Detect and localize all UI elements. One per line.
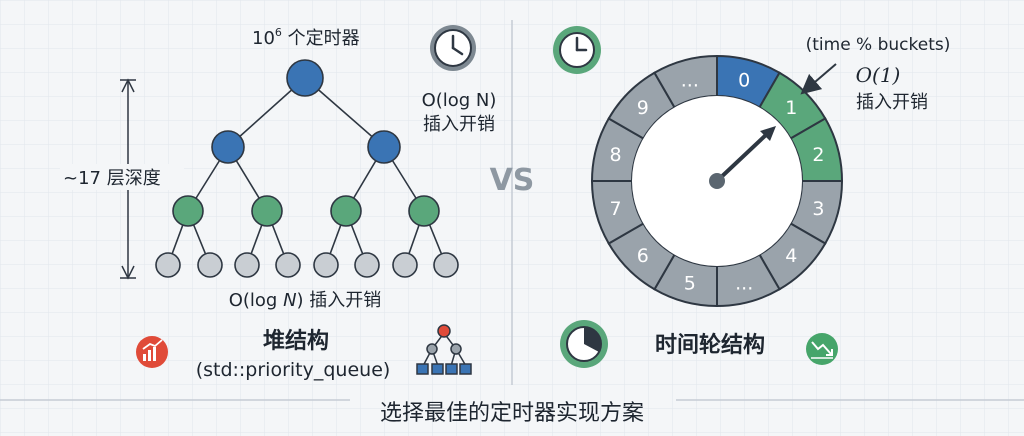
heap-subtitle: (std::priority_queue) [196, 359, 391, 381]
heap-nodes [155, 59, 459, 278]
wheel-ring: 0 1 2 3 4... 5 6 7 8 9... [590, 54, 844, 308]
chart-icon [136, 336, 168, 368]
wheel-bucket-label: 3 [812, 198, 824, 220]
heap-leaf-node [234, 252, 260, 278]
wheel-bucket-label: 8 [610, 144, 622, 166]
wheel-bucket-label: 4 [785, 245, 797, 267]
formula-arrow [800, 63, 837, 95]
wheel-bucket-label: ... [681, 70, 699, 92]
wheel-title: 时间轮结构 [655, 332, 765, 358]
wheel-hub [709, 173, 725, 189]
depth-arrow-down [121, 265, 135, 280]
wheel-pointer [715, 131, 770, 183]
clock-icon [430, 25, 476, 71]
heap-leaf-node [392, 252, 418, 278]
heap-node [367, 130, 401, 164]
wheel-bucket-label: 5 [684, 272, 696, 294]
tree-icon [416, 324, 472, 375]
wheel-insert-cost: O(1) [856, 63, 901, 87]
heap-leaf-node [433, 252, 459, 278]
heap-leaf-node [313, 252, 339, 278]
heap-leaf-node [197, 252, 223, 278]
trend-down-icon [806, 333, 838, 365]
depth-label: ~17 层深度 [63, 168, 161, 189]
heap-insert-cost-label: 插入开销 [423, 114, 495, 135]
wheel-bucket-label: 9 [637, 97, 649, 119]
heap-node [211, 130, 245, 164]
depth-arrow-up [121, 78, 135, 93]
heap-top-label: 106 个定时器 [252, 26, 360, 49]
wheel-bucket-label: 1 [785, 97, 797, 119]
wheel-insert-cost-label: 插入开销 [856, 92, 928, 113]
wheel-formula: (time % buckets) [806, 35, 951, 55]
heap-node [251, 195, 283, 227]
clock-icon [553, 26, 601, 74]
heap-node [172, 195, 204, 227]
wheel-bucket-label: 6 [637, 245, 649, 267]
heap-node [330, 195, 362, 227]
heap-bottom-cost: O(log N) 插入开销 [229, 290, 382, 311]
heap-title: 堆结构 [263, 328, 329, 354]
heap-node [408, 195, 440, 227]
wheel-pointer-head [760, 126, 776, 141]
wheel-bucket-label: 7 [610, 198, 622, 220]
heap-leaf-node [275, 252, 301, 278]
vs-label: VS [490, 163, 535, 198]
heap-leaf-node [354, 252, 380, 278]
wheel-bucket-label: 2 [812, 144, 824, 166]
heap-root-node [286, 59, 324, 97]
depth-label-bg [60, 164, 184, 190]
caption: 选择最佳的定时器实现方案 [380, 401, 644, 426]
heap-insert-cost: O(log N) [422, 90, 497, 111]
wheel-bucket-label: 0 [738, 70, 750, 92]
timer-icon [560, 320, 608, 368]
wheel-bucket-label: ... [735, 272, 753, 294]
heap-leaf-node [155, 252, 181, 278]
